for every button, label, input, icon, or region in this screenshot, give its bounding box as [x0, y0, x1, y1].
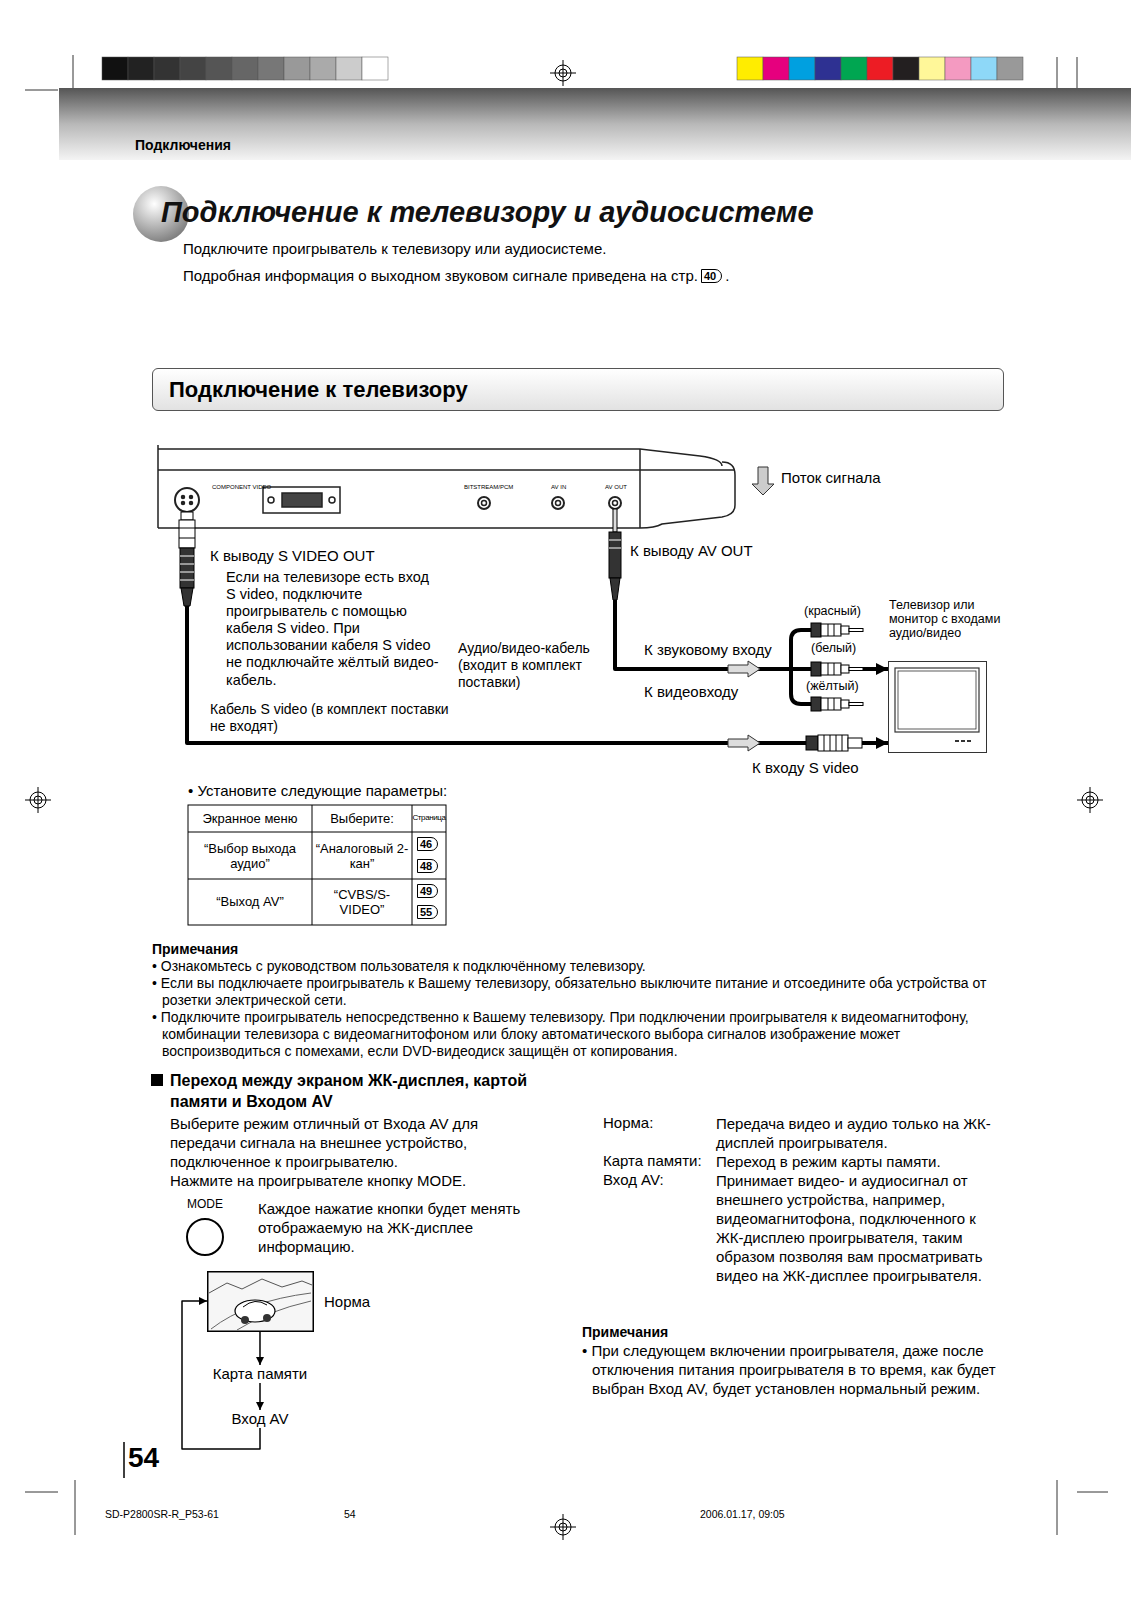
av-plug [609, 509, 621, 600]
grey-scale-bar [102, 57, 388, 80]
dvd-player: COMPONENT VIDEO BITSTREAM/PCM AV IN AV OUT [158, 470, 733, 528]
settings-table-grid [188, 805, 446, 925]
mode-step: Карта памяти [213, 1365, 307, 1383]
note-item: • Подключите проигрыватель непосредствен… [152, 1009, 992, 1060]
flow-label: Поток сигнала [781, 469, 881, 488]
text-line: Подробная информация о выходном звуковом… [183, 267, 729, 286]
page-ref: 40 [701, 269, 722, 283]
notes-heading: Примечания [582, 1324, 668, 1342]
page-number: 54 [128, 1440, 159, 1475]
note-text: Если на телевизоре есть вход S video, по… [226, 569, 441, 689]
intro-text: Подключите проигрыватель к телевизору ил… [183, 240, 606, 259]
section-header: Подключения [135, 137, 231, 155]
mode-description: Передача видео и аудио только на ЖК-дисп… [716, 1114, 1001, 1152]
table-cell: “Аналоговый 2-кан” [312, 841, 412, 871]
color-label: (жёлтый) [806, 679, 859, 695]
direction-arrow [728, 661, 760, 677]
page-ref: 48 [417, 859, 438, 873]
cable [187, 528, 888, 743]
body-text: Выберите режим отличный от Входа AV для … [170, 1114, 515, 1171]
body-text: Нажмите на проигрывателе кнопку MODE. [170, 1171, 515, 1190]
intro-text: . [725, 267, 729, 286]
registration-mark [25, 60, 1103, 1540]
tv-drawing [889, 662, 985, 751]
notes-heading: Примечания [152, 941, 238, 959]
note-item: • Ознакомьтесь с руководством пользовате… [152, 958, 992, 975]
rca-plug [811, 623, 863, 711]
mode-term: Вход AV: [603, 1171, 664, 1190]
port-label: AV IN [551, 484, 566, 491]
note-item: • Если вы подключаете проигрыватель к Ва… [152, 975, 992, 1009]
cable-label: Аудио/видео-кабель (входит в комплект по… [458, 640, 608, 691]
page-ref: 49 [417, 884, 438, 898]
direction-arrow [728, 735, 760, 751]
colour-bar [737, 57, 1023, 80]
mode-term: Карта памяти: [603, 1152, 702, 1171]
footer-text: 2006.01.17, 09:05 [700, 1508, 785, 1521]
body-text: Каждое нажатие кнопки будет менять отобр… [258, 1199, 558, 1256]
port-callout: К выводу AV OUT [630, 542, 753, 561]
node-label: Телевизор или монитор с входами аудио/ви… [889, 598, 1007, 640]
mode-arrow [259, 1383, 261, 1410]
mode-description: Переход в режим карты памяти. [716, 1152, 1001, 1171]
cable-label: Кабель S video (в комплект поставки не в… [210, 701, 450, 735]
mode-button: MODE [183, 1197, 228, 1257]
table-header: Экранное меню [188, 811, 312, 827]
section-title: Подключение к телевизору [169, 377, 468, 403]
table-cell: “Выход AV” [188, 894, 312, 910]
table-header: Страница [412, 813, 446, 823]
page-number-bar [123, 1442, 125, 1478]
header-band [59, 88, 1131, 160]
page-ref: 55 [417, 905, 438, 919]
input-callout: К входу S video [752, 759, 859, 778]
signal-flow-arrow [752, 467, 774, 495]
port-label: AV OUT [605, 484, 627, 491]
color-label: (красный) [804, 604, 861, 620]
note-item: • При следующем включении проигрывателя,… [582, 1341, 1017, 1398]
table-cell: “Выбор выхода аудио” [188, 841, 312, 871]
page-ref: 46 [417, 837, 438, 851]
screen-mode-node: Норма [207, 1271, 382, 1332]
crop-marks [25, 55, 1108, 1535]
heading-square [151, 1074, 163, 1086]
s-video-end-plug [806, 735, 862, 751]
cable [615, 528, 888, 669]
mode-arrow [259, 1332, 261, 1365]
screen-thumbnail [207, 1271, 314, 1332]
s-video-plug [179, 512, 195, 606]
table-cell: “CVBS/S-VIDEO” [322, 887, 402, 917]
tv-monitor: Телевизор или монитор с входами аудио/ви… [888, 661, 987, 753]
section-band: Подключение к телевизору [152, 368, 1004, 411]
node-label: Норма [324, 1293, 370, 1311]
color-label: (белый) [811, 641, 856, 657]
port-label: BITSTREAM/PCM [464, 484, 513, 491]
port-callout: К выводу S VIDEO OUT [210, 547, 375, 566]
instruction-text: • Установите следующие параметры: [188, 782, 447, 801]
node-label: Карта памяти [213, 1365, 307, 1383]
mode-term: Норма: [603, 1114, 653, 1133]
mode-step: Вход AV [232, 1410, 289, 1428]
input-callout: К звуковому входу [644, 641, 772, 660]
page-title: Подключение к телевизору и аудиосистеме [161, 196, 814, 229]
input-callout: К видеовходу [644, 683, 738, 702]
mode-description: Принимает видео- и аудиосигнал от внешне… [716, 1171, 1001, 1285]
node-label: Вход AV [232, 1410, 289, 1428]
port-label: COMPONENT VIDEO [212, 484, 271, 491]
footer-text: 54 [344, 1508, 356, 1521]
dvd-player-drawing [158, 445, 735, 528]
node-label: MODE [187, 1197, 223, 1211]
intro-text: Подробная информация о выходном звуковом… [183, 267, 698, 286]
footer-text: SD-P2800SR-R_P53-61 [105, 1508, 219, 1521]
subsection-heading: Переход между экраном ЖК-дисплея, картой… [170, 1070, 565, 1112]
table-header: Выберите: [312, 811, 412, 827]
